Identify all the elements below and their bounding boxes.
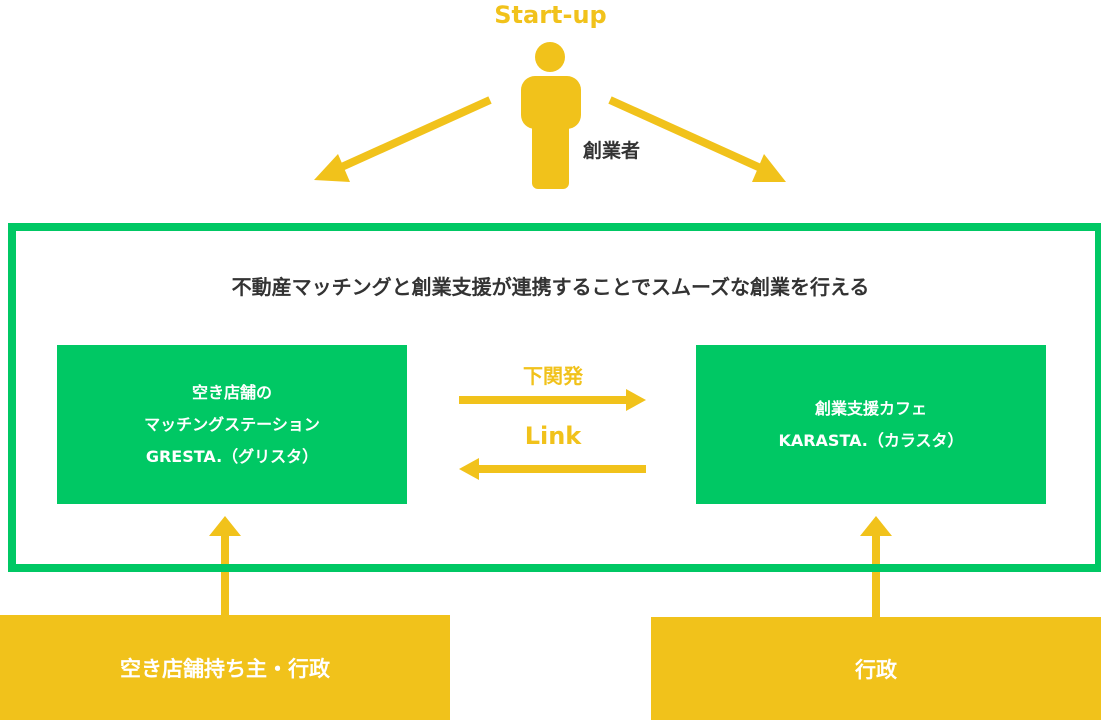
link-label-ja: 下関発 bbox=[523, 364, 583, 388]
startup-title: Start-up bbox=[494, 1, 607, 29]
owner-government-box: 空き店舗持ち主・行政 bbox=[0, 615, 450, 720]
karasta-line-1: 創業支援カフェ bbox=[814, 398, 927, 418]
arrow-to-right-down bbox=[608, 96, 786, 182]
arrow-to-left-down bbox=[314, 96, 492, 182]
karasta-line-2: KARASTA.（カラスタ） bbox=[778, 430, 964, 450]
link-label-en: Link bbox=[524, 422, 582, 450]
owner-government-label: 空き店舗持ち主・行政 bbox=[120, 656, 330, 681]
government-box: 行政 bbox=[651, 617, 1101, 720]
gresta-line-2: マッチングステーション bbox=[144, 414, 320, 434]
arrow-up-right bbox=[860, 516, 892, 618]
founder-label: 創業者 bbox=[583, 140, 641, 162]
gresta-line-3: GRESTA.（グリスタ） bbox=[145, 446, 319, 466]
person-icon bbox=[521, 42, 581, 189]
gresta-line-1: 空き店舗の bbox=[191, 382, 272, 402]
gresta-box: 空き店舗の マッチングステーション GRESTA.（グリスタ） bbox=[57, 345, 407, 504]
frame-headline: 不動産マッチングと創業支援が連携することでスムーズな創業を行える bbox=[231, 275, 870, 299]
collaboration-frame bbox=[8, 223, 1101, 572]
karasta-box: 創業支援カフェ KARASTA.（カラスタ） bbox=[696, 345, 1046, 504]
government-label: 行政 bbox=[855, 657, 897, 682]
arrow-link-left bbox=[459, 458, 646, 480]
arrow-link-right bbox=[459, 389, 646, 411]
arrow-up-left bbox=[209, 516, 241, 616]
